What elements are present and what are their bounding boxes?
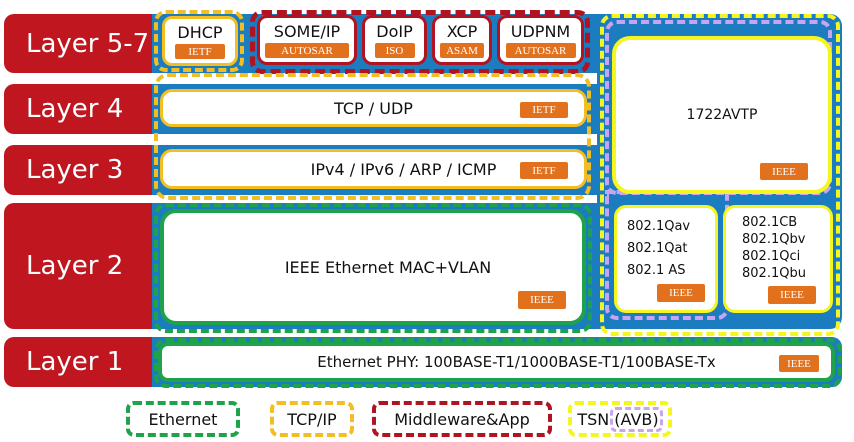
standard-item: 802.1Qci [742, 249, 801, 264]
org-tag: IETF [175, 44, 225, 59]
standard-item: 802.1Qat [627, 241, 688, 256]
protocol-name: DoIP [376, 22, 413, 41]
avb-standards-box: 802.1Qav 802.1Qat 802.1 AS IEEE [614, 205, 718, 313]
legend-ethernet: Ethernet [126, 401, 240, 437]
avtp-box: 1722AVTP IEEE [612, 36, 832, 194]
layer-label-text: Layer 4 [26, 94, 124, 124]
protocol-name: 1722AVTP [686, 107, 758, 123]
layer-2-label: Layer 2 [4, 203, 152, 329]
middleware-group-outline [250, 10, 590, 74]
tcpip-group-outline [154, 73, 591, 200]
org-tag: IETF [520, 162, 568, 179]
tsn-standards-box: 802.1CB 802.1Qbv 802.1Qci 802.1Qbu IEEE [723, 205, 833, 313]
legend-label: Ethernet [148, 409, 218, 429]
doip-box: DoIP ISO [362, 15, 427, 65]
legend-label: Middleware&App [394, 409, 530, 429]
org-tag: AUTOSAR [265, 43, 349, 58]
dhcp-box: DHCP IETF [162, 16, 238, 66]
protocol-name: IPv4 / IPv6 / ARP / ICMP [310, 159, 497, 179]
org-tag: IEEE [760, 163, 808, 180]
protocol-name: TCP / UDP [334, 98, 413, 118]
legend-label: TSN [577, 409, 610, 429]
legend-tsn: TSN (AVB) [568, 401, 672, 437]
dhcp-group-outline [154, 10, 244, 72]
org-tag: IETF [520, 102, 568, 118]
org-tag: IEEE [779, 355, 819, 372]
ethernet-mac-group-outline [154, 203, 592, 333]
xcp-box: XCP ASAM [432, 15, 492, 65]
layer-label-text: Layer 2 [26, 251, 124, 281]
standard-item: 802.1Qav [627, 219, 691, 234]
legend-label: TCP/IP [287, 409, 337, 429]
layer-5-7-label: Layer 5-7 [4, 14, 152, 73]
standard-item: 802.1CB [742, 215, 798, 230]
legend-middleware-app: Middleware&App [372, 401, 552, 437]
org-tag: ISO [374, 43, 415, 58]
layer-label-text: Layer 3 [26, 155, 124, 185]
protocol-name: Ethernet PHY: 100BASE-T1/1000BASE-T1/100… [317, 353, 716, 371]
protocol-name: UDPNM [510, 22, 571, 41]
udpnm-box: UDPNM AUTOSAR [497, 15, 584, 65]
layer-4-label: Layer 4 [4, 84, 152, 134]
org-tag: IEEE [657, 284, 705, 302]
ethernet-phy-group-outline [154, 338, 842, 388]
someip-box: SOME/IP AUTOSAR [257, 15, 357, 65]
legend-avb-label: (AVB) [610, 406, 663, 432]
standard-item: 802.1Qbu [742, 266, 806, 281]
layer-label-text: Layer 1 [26, 347, 124, 377]
standard-item: 802.1Qbv [742, 232, 806, 247]
org-tag: AUTOSAR [505, 43, 576, 58]
legend-tcpip: TCP/IP [270, 401, 354, 437]
org-tag: IEEE [768, 286, 816, 304]
protocol-name: XCP [446, 22, 478, 41]
layer-1-label: Layer 1 [4, 337, 152, 387]
standard-item: 802.1 AS [627, 263, 686, 278]
protocol-name: DHCP [177, 23, 223, 42]
mac-vlan-box: IEEE Ethernet MAC+VLAN IEEE [160, 209, 586, 325]
tcp-udp-box: TCP / UDP IETF [160, 89, 587, 127]
layer-3-label: Layer 3 [4, 145, 152, 195]
ip-box: IPv4 / IPv6 / ARP / ICMP IETF [160, 149, 587, 189]
layer-label-text: Layer 5-7 [26, 28, 150, 59]
org-tag: ASAM [440, 43, 484, 58]
org-tag: IEEE [518, 291, 566, 309]
tsn-group-outline [600, 14, 840, 336]
protocol-name: IEEE Ethernet MAC+VLAN [284, 257, 492, 277]
ethernet-phy-box: Ethernet PHY: 100BASE-T1/1000BASE-T1/100… [158, 342, 835, 382]
protocol-name: SOME/IP [273, 22, 341, 41]
